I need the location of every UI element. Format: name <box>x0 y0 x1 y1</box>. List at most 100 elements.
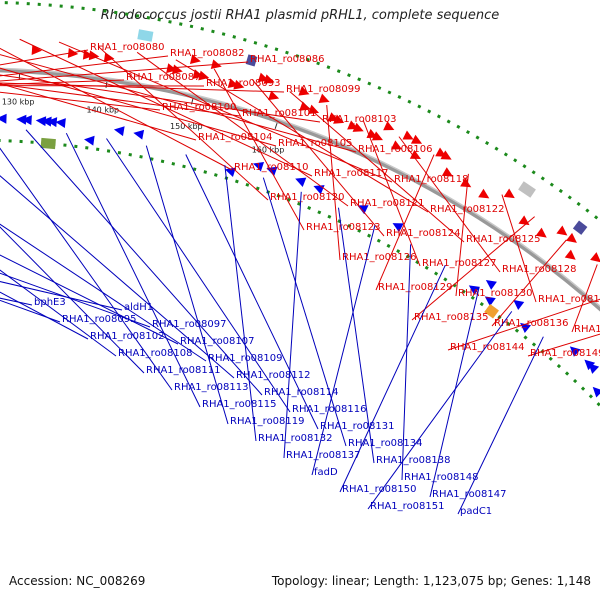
forward-gene-arrow <box>503 188 515 199</box>
backbone-highlight <box>0 67 600 308</box>
reverse-gene-arrow <box>224 167 236 178</box>
gene-label: RHA1_ro08100 <box>162 102 237 113</box>
gc-ring-inner <box>0 139 600 408</box>
reverse-gene-arrow <box>252 161 265 172</box>
gene-label: RHA1_ro08130 <box>458 288 533 299</box>
label-leader <box>0 79 125 85</box>
gene-label: RHA1_ro08104 <box>198 132 273 143</box>
gene-label: RHA1_ro08113 <box>174 382 249 393</box>
gene-label: RHA1_ro08122 <box>430 204 505 215</box>
scale-label: 130 kbp <box>2 97 35 106</box>
gene-label: RHA1_ro08099 <box>286 84 361 95</box>
label-leader <box>0 297 33 306</box>
forward-gene-arrow <box>440 150 452 160</box>
label-leader <box>571 264 598 333</box>
gene-label: RHA1_ro08111 <box>146 365 221 376</box>
label-leader <box>58 41 393 183</box>
label-leader <box>0 269 117 357</box>
forward-gene-arrow <box>88 50 100 61</box>
label-leader <box>185 154 319 430</box>
gene-label: aldH1 <box>124 302 153 313</box>
label-leader <box>289 91 465 243</box>
gene-label: RHA1_ro08133 <box>538 294 600 305</box>
reverse-gene-arrow <box>133 129 145 140</box>
gene-label: padC1 <box>460 506 492 517</box>
forward-gene-arrow <box>390 140 403 150</box>
label-leader <box>457 336 544 515</box>
forward-gene-arrow <box>210 59 222 69</box>
gene-label: RHA1_ro08087 <box>126 72 201 83</box>
label-leader <box>0 54 357 153</box>
reverse-gene-arrow <box>55 118 66 129</box>
label-leader <box>145 145 229 425</box>
reverse-gene-arrow <box>468 285 480 296</box>
reverse-gene-arrow <box>35 116 47 127</box>
label-leader <box>0 147 173 391</box>
label-leader <box>213 68 305 231</box>
gene-label-track: RHA1_ro08080RHA1_ro08082RHA1_ro08086RHA1… <box>0 38 600 517</box>
label-leader <box>326 105 341 261</box>
forward-gene-arrow <box>103 52 115 63</box>
label-leader <box>491 239 567 327</box>
reverse-gene-arrow <box>592 386 600 398</box>
label-leader <box>106 138 291 413</box>
reverse-gene-arrow <box>84 135 95 146</box>
gene-label: RHA1_ro08129 <box>378 282 453 293</box>
gene-label: RHA1_ro08115 <box>202 399 277 410</box>
gene-label: RHA1_ro08136 <box>494 318 569 329</box>
label-leader <box>411 216 535 321</box>
reverse-gene-arrow <box>513 299 525 310</box>
label-leader <box>0 254 179 345</box>
gene-label: RHA1_ro08120 <box>270 192 345 203</box>
label-leader <box>362 119 421 267</box>
gene-label: RHA1_ro08150 <box>342 484 417 495</box>
reverse-gene-arrow <box>113 126 125 137</box>
label-leader <box>0 272 151 328</box>
label-leader <box>25 129 263 396</box>
map-title: Rhodococcus jostii RHA1 plasmid pRHL1, c… <box>100 8 500 23</box>
reverse-gene-arrow <box>21 115 32 126</box>
label-leader <box>337 207 375 464</box>
gene-label: RHA1_ro08102 <box>90 331 165 342</box>
gene-label: RHA1_ro08114 <box>264 387 339 398</box>
reverse-gene-arrow <box>484 296 496 307</box>
label-leader <box>97 46 269 201</box>
feature-box <box>484 303 499 319</box>
gene-label: RHA1_ro08097 <box>152 319 227 330</box>
forward-gene-arrow <box>189 54 201 64</box>
reverse-gene-arrow <box>266 166 278 177</box>
label-leader <box>401 244 412 481</box>
gene-label: RHA1_ro08131 <box>320 421 395 432</box>
label-leader <box>175 59 429 213</box>
reverse-gene-arrow <box>46 117 58 128</box>
gene-label: RHA1_ro08121 <box>350 198 425 209</box>
label-leader <box>0 281 123 311</box>
label-leader <box>0 226 145 374</box>
reverse-gene-arrow <box>16 114 27 125</box>
gene-label: RHA1_ro08144 <box>450 342 525 353</box>
label-leader <box>527 333 600 357</box>
forward-gene-arrow <box>307 104 320 114</box>
forward-gene-arrow <box>535 227 547 238</box>
feature-box <box>245 54 258 67</box>
label-leader <box>0 291 89 340</box>
label-leader <box>224 165 257 442</box>
feature-box <box>572 220 588 235</box>
reverse-gene-arrow <box>0 113 7 124</box>
gene-label: RHA1_ro08080 <box>90 42 165 53</box>
forward-gene-arrow <box>333 114 345 124</box>
forward-gene-arrow <box>409 149 422 159</box>
gene-label: RHA1_ro08082 <box>170 48 245 59</box>
label-leader <box>367 311 513 510</box>
forward-gene-arrow <box>31 44 42 55</box>
backbone-track <box>0 67 600 312</box>
label-leader <box>136 51 349 207</box>
gene-label: RHA1_ro08126 <box>342 252 417 263</box>
gene-label: RHA1_ro08112 <box>236 370 311 381</box>
feature-box <box>137 29 154 42</box>
gene-label: RHA1_ro08123 <box>306 222 381 233</box>
gene-label: RHA1_ro08151 <box>370 501 445 512</box>
gene-label: fadD <box>314 467 338 478</box>
gene-label: RHA1_ro08134 <box>348 438 423 449</box>
label-leader <box>283 191 302 459</box>
